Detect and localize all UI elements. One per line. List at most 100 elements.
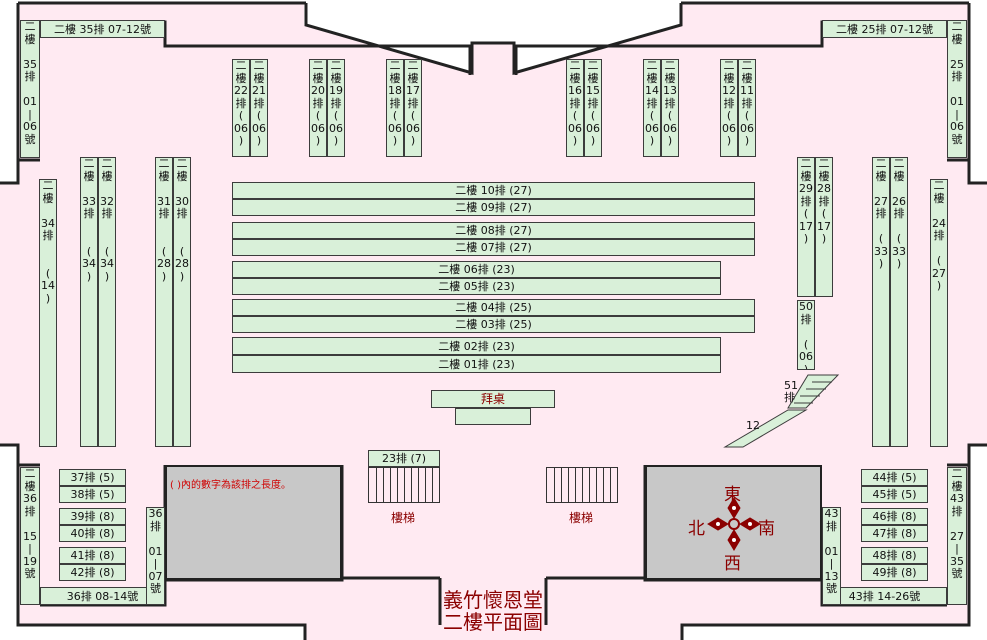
vertical-label-part	[40, 205, 56, 218]
row-36-bottom[interactable]: 36排 08-14號	[40, 587, 165, 605]
small-row[interactable]: 40排 (8)	[59, 525, 126, 542]
vertical-label-part: 43	[950, 492, 964, 505]
vertical-label-part: 31	[157, 194, 171, 208]
small-row[interactable]: 44排 (5)	[861, 469, 928, 486]
vertical-label-part: 二	[407, 59, 419, 72]
vertical-label-part: 01	[148, 544, 163, 558]
stairs-label-right: 樓梯	[569, 511, 594, 525]
small-row[interactable]: 37排 (5)	[59, 469, 126, 486]
center-row[interactable]: 二樓 09排 (27)	[232, 199, 755, 216]
vertical-label-part: 號	[951, 567, 963, 580]
vertical-label-part: 排	[875, 207, 887, 220]
center-row[interactable]: 二樓 08排 (27)	[232, 222, 755, 239]
vertical-label-part: 34	[41, 216, 55, 230]
center-row[interactable]: 二樓 05排 (23)	[232, 278, 721, 295]
center-row[interactable]: 二樓 07排 (27)	[232, 239, 755, 256]
center-row[interactable]: 二樓 02排 (23)	[232, 337, 721, 355]
small-row[interactable]: 39排 (8)	[59, 508, 126, 525]
wall-top-left	[304, 3, 683, 75]
center-row[interactable]: 二樓 04排 (25)	[232, 299, 755, 316]
center-row[interactable]: 二樓 03排 (25)	[232, 316, 755, 333]
stair-tread	[418, 468, 419, 502]
stairs-right[interactable]	[546, 467, 618, 503]
stairs-left[interactable]	[368, 467, 440, 503]
vertical-label-part: 二	[646, 59, 658, 72]
vertical-label-part: 排	[253, 96, 265, 110]
vertical-label-part: 二	[312, 59, 324, 72]
vertical-label-part	[948, 46, 966, 59]
vertical-label-part: 35	[950, 554, 964, 568]
vertical-label-part: 33	[874, 244, 888, 258]
vertical-label-part: 11	[740, 84, 754, 97]
row-35-top[interactable]: 二樓 35排 07-12號	[40, 20, 165, 38]
row-23[interactable]: 23排 (7)	[368, 450, 440, 467]
vertical-label-part: 15	[586, 84, 600, 97]
vertical-label-part: 二	[24, 20, 36, 33]
vertical-label-part: )	[572, 134, 578, 147]
small-row[interactable]: 38排 (5)	[59, 486, 126, 503]
vertical-label-part: (	[179, 244, 185, 258]
vertical-label-part: 06	[23, 120, 37, 133]
small-row[interactable]: 47排 (8)	[861, 525, 928, 542]
center-row[interactable]: 二樓 01排 (23)	[232, 355, 721, 373]
vertical-label-part: (	[803, 337, 809, 351]
vertical-label-part: 樓	[407, 71, 419, 85]
vertical-label-part: 27	[932, 266, 946, 280]
vertical-label-part: (	[803, 207, 809, 220]
vertical-label-part: 07	[148, 569, 163, 583]
vertical-label-part: (	[315, 109, 321, 122]
vertical-label-part: 排	[101, 207, 113, 220]
compass-north: 北	[688, 519, 705, 539]
small-row[interactable]: 46排 (8)	[861, 508, 928, 525]
vertical-label-part: 號	[150, 582, 161, 595]
vertical-label-part: )	[803, 232, 809, 245]
small-row[interactable]: 49排 (8)	[861, 564, 928, 581]
vertical-label-part: 樓	[569, 71, 581, 85]
small-row[interactable]: 45排 (5)	[861, 486, 928, 503]
vertical-label-part: )	[392, 134, 398, 147]
center-row[interactable]: 二樓 10排 (27)	[232, 182, 755, 199]
vertical-label-part: 號	[24, 132, 36, 146]
row-25-top[interactable]: 二樓 25排 07-12號	[822, 20, 947, 38]
vertical-label-part: 35	[23, 57, 37, 71]
vertical-label-part: )	[726, 134, 732, 147]
small-row[interactable]: 48排 (8)	[861, 547, 928, 564]
vertical-label-part: 14	[645, 84, 659, 97]
vertical-label-part: )	[86, 269, 92, 283]
small-row[interactable]: 41排 (8)	[59, 547, 126, 564]
small-row[interactable]: 42排 (8)	[59, 564, 126, 581]
center-row[interactable]: 二樓 06排 (23)	[232, 261, 721, 278]
vertical-label-part: |	[153, 557, 158, 570]
vertical-label-part: 01	[23, 95, 37, 108]
vertical-label-part	[891, 183, 907, 196]
